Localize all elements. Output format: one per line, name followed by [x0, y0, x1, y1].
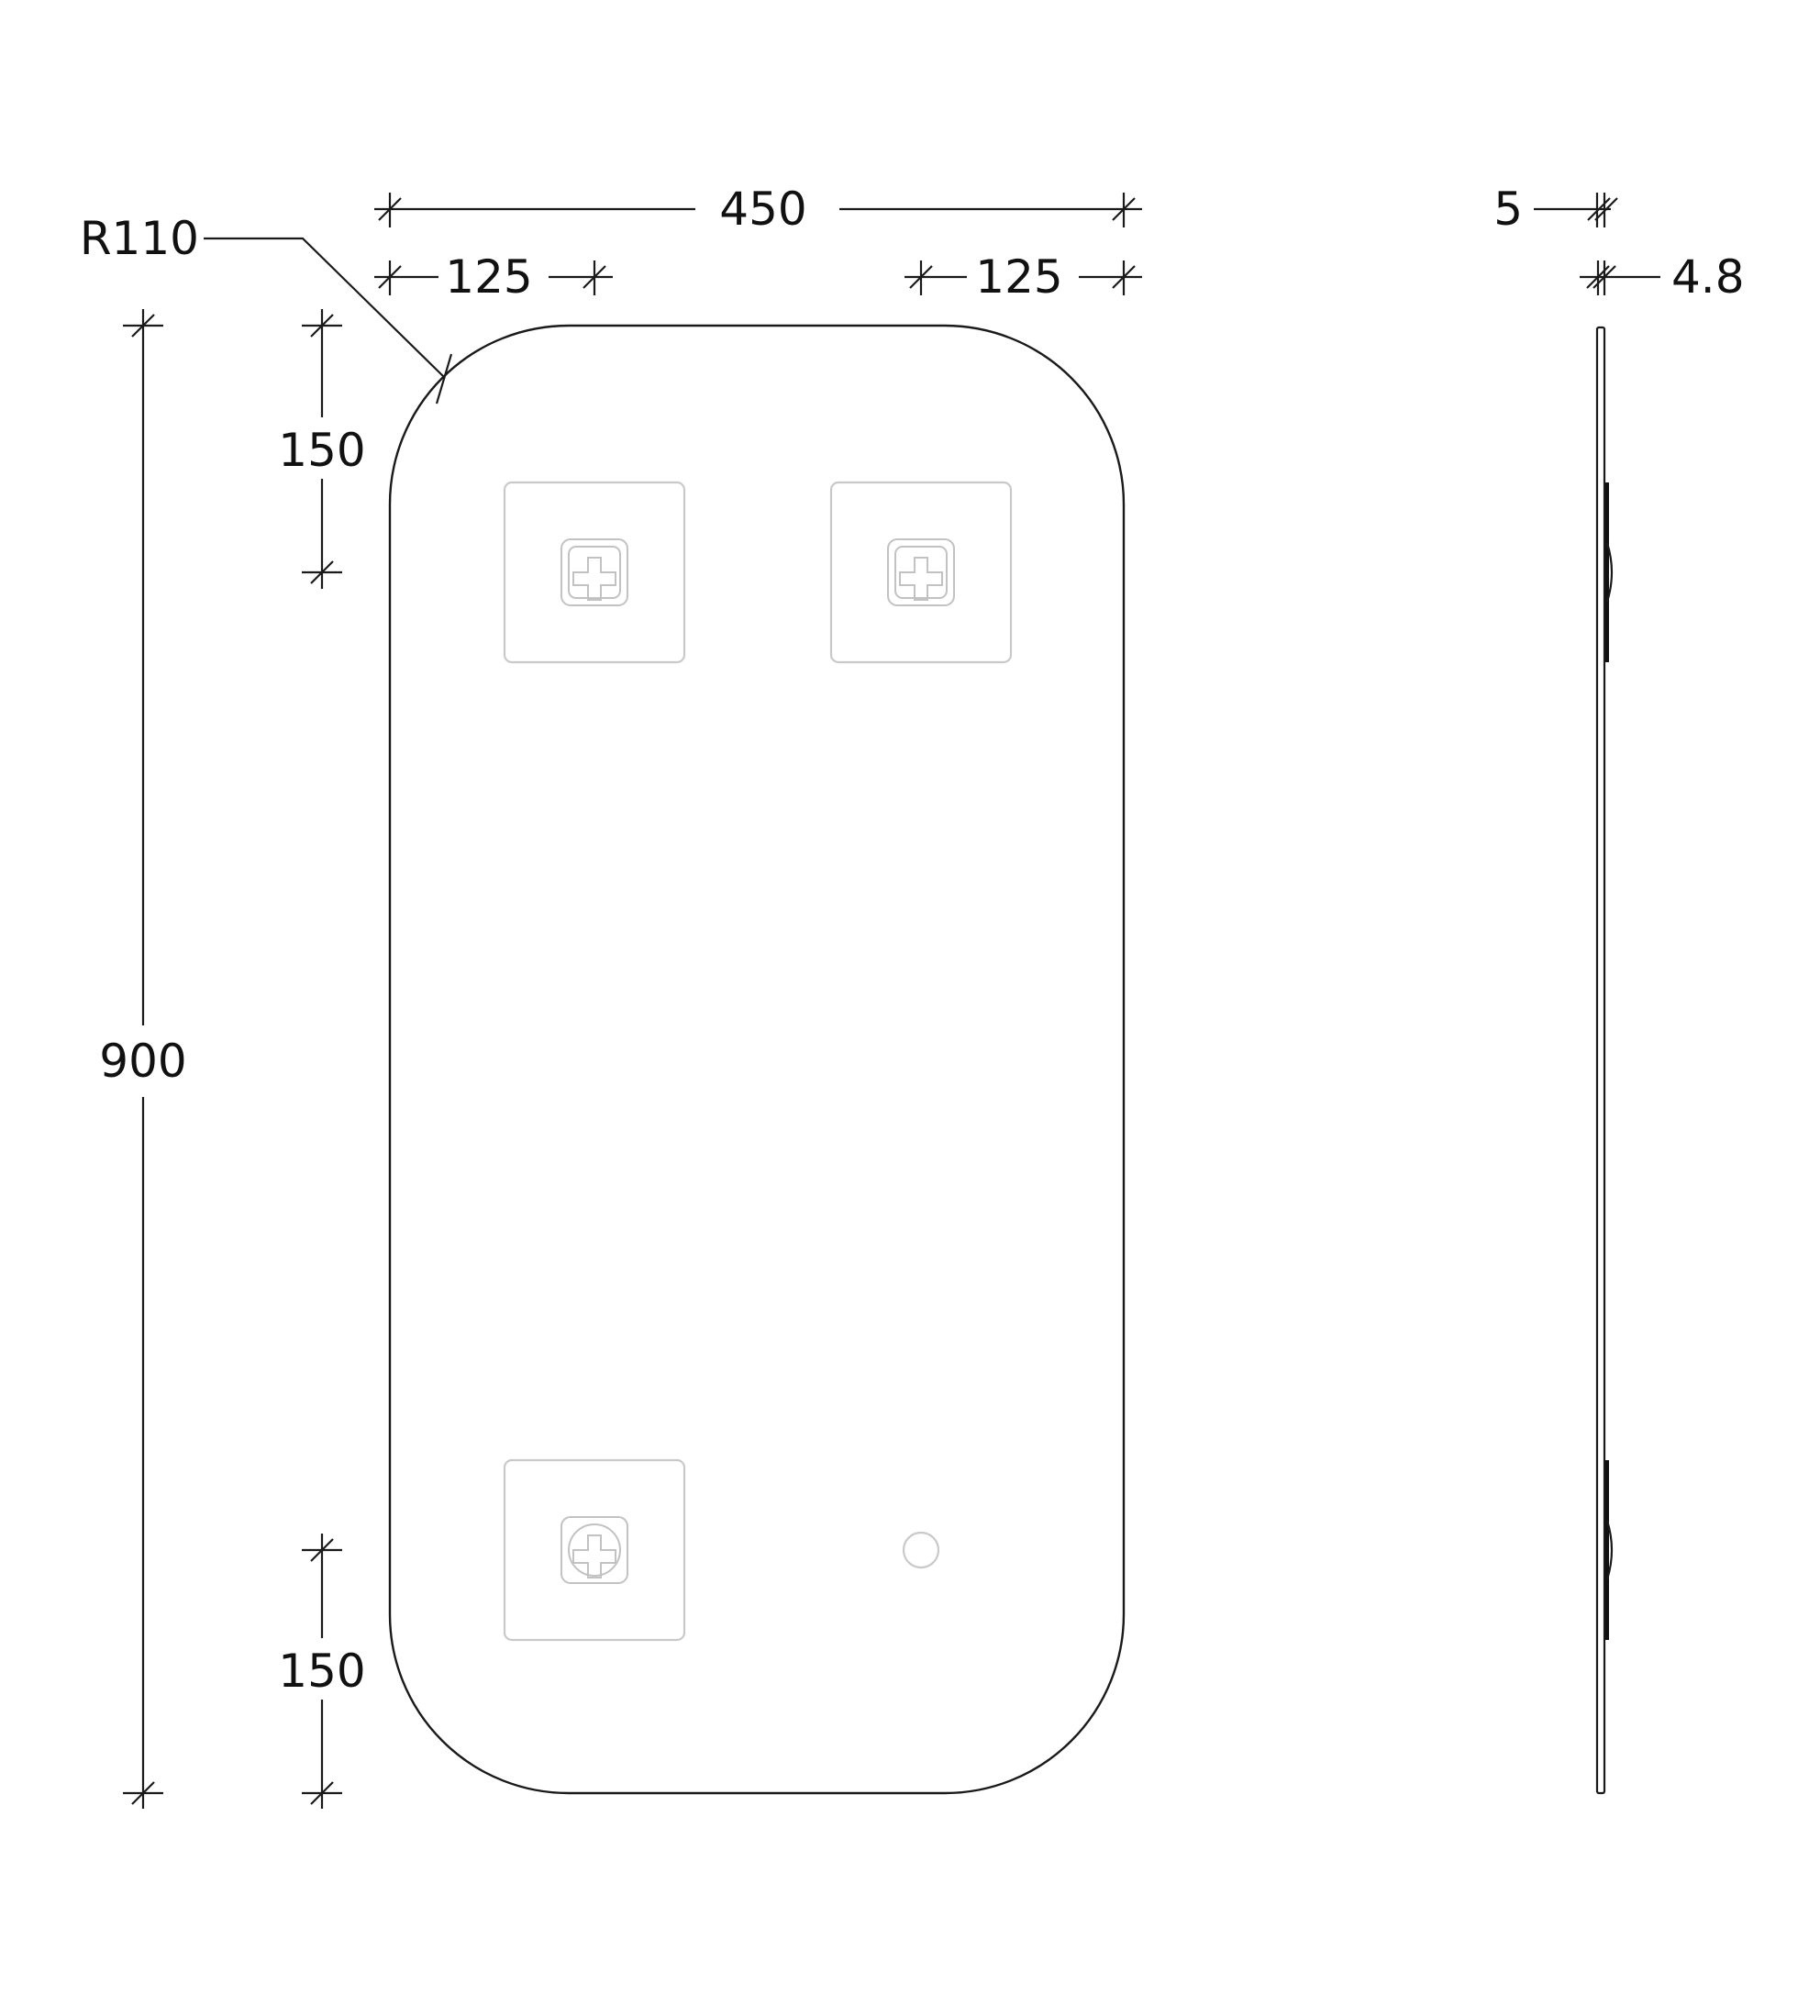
side-view: [1595, 326, 1614, 1795]
dimension-label-right-hole-offset: 125: [975, 250, 1062, 304]
dimension-left-hole-offset: 125: [374, 250, 613, 304]
dimension-bottom-hole-offset: 150: [278, 1534, 366, 1809]
cross-bracket-icon: [560, 1516, 628, 1584]
dimension-corner-radius: R110: [80, 212, 453, 404]
cross-bracket-icon: [560, 538, 628, 606]
dimension-label-side-glass-thickness: 4.8: [1671, 250, 1745, 304]
dimension-label-overall-height: 900: [99, 1035, 186, 1088]
mounting-plate-top-right: [829, 481, 1013, 664]
dimension-right-hole-offset: 125: [904, 250, 1142, 304]
circle-icon: [902, 1531, 940, 1569]
dimension-label-bottom-hole-offset: 150: [278, 1645, 365, 1698]
side-mounting-plate-bottom: [1605, 1460, 1614, 1640]
dimension-side-overall-thickness: 5: [1493, 183, 1618, 236]
mounting-plate-bottom-left: [503, 1458, 686, 1642]
dimension-label-overall-width: 450: [719, 183, 806, 236]
dimension-side-glass-thickness: 4.8: [1580, 250, 1745, 304]
cross-bracket-icon: [887, 538, 955, 606]
dimension-label-side-overall-thickness: 5: [1493, 183, 1523, 236]
dimension-label-left-hole-offset: 125: [445, 250, 532, 304]
dimension-overall-width: 450: [374, 183, 1142, 236]
dimension-overall-height: 900: [99, 309, 187, 1809]
dimension-label-corner-radius: R110: [80, 212, 199, 265]
mounting-plate-top-left: [503, 481, 686, 664]
dimension-label-top-hole-offset: 150: [278, 424, 365, 477]
dimension-top-hole-offset: 150: [278, 309, 366, 589]
side-mounting-plate-top: [1605, 482, 1614, 662]
mirror-outline: [388, 324, 1126, 1795]
